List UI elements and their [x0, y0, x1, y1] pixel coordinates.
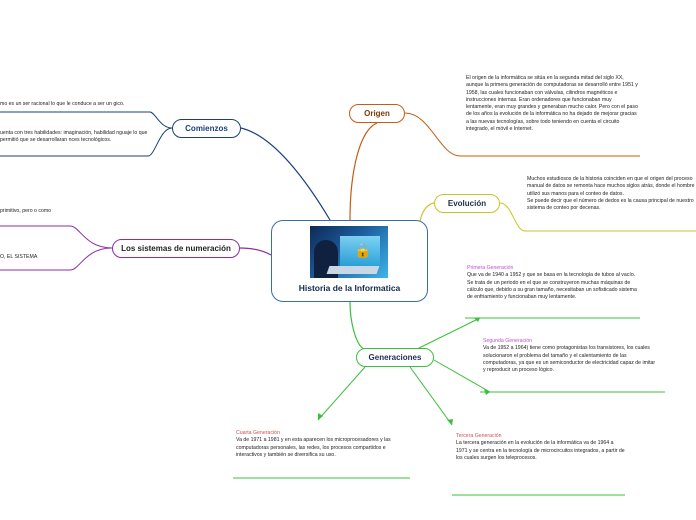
- note-evolucion[interactable]: Muchos estudiosos de la historia coincid…: [527, 176, 695, 212]
- connector-evolucion-note: [499, 202, 696, 232]
- branch-sistemas-numeracion[interactable]: Los sistemas de numeración: [112, 239, 240, 258]
- segunda-generacion-title: Segunda Generación: [483, 338, 533, 344]
- arrow-gen1: [474, 318, 480, 322]
- central-image: 🔒: [310, 226, 388, 278]
- connector-gen1: [414, 317, 481, 351]
- note-sistemas-1[interactable]: primitivo, pero o como: [0, 208, 52, 214]
- tercera-generacion-title: Tercera Generación: [456, 433, 502, 439]
- primera-generacion-text: Que va de 1940 a 1952 y que se basa en l…: [467, 272, 637, 301]
- cuarta-generacion-title: Cuarta Generación: [236, 430, 280, 436]
- arrow-gen4: [318, 413, 323, 420]
- note-cuarta-generacion[interactable]: Cuarta Generación Va de 1971 a 1981 y en…: [236, 430, 411, 459]
- arrow-gen2: [484, 389, 490, 395]
- connector-generaciones: [349, 301, 366, 351]
- tercera-generacion-text: La tercera generación en la evolución de…: [456, 440, 625, 461]
- note-tercera-generacion[interactable]: Tercera Generación La tercera generación…: [456, 433, 626, 462]
- note-sistemas-2[interactable]: O, EL SISTEMA: [0, 254, 38, 260]
- connector-gen4: [317, 366, 366, 421]
- connector-gen2: [433, 359, 491, 393]
- connector-origen: [349, 122, 378, 221]
- connector-sistemas-note2: [0, 247, 113, 271]
- branch-evolucion[interactable]: Evolución: [434, 194, 500, 213]
- connector-sistemas: [239, 247, 272, 256]
- arrow-gen3: [447, 419, 453, 425]
- central-topic[interactable]: 🔒 Historia de la Informatica: [271, 220, 428, 302]
- keyboard-shape: [326, 266, 380, 274]
- branch-comienzos[interactable]: Comienzos: [172, 119, 241, 138]
- cuarta-generacion-text: Va de 1971 a 1981 y en esta aparecen los…: [236, 437, 391, 458]
- screen-shape: [340, 236, 380, 266]
- connector-gen3: [409, 366, 453, 426]
- central-title: Historia de la Informatica: [298, 283, 401, 293]
- note-segunda-generacion[interactable]: Segunda Generación Va de 1952 a 1964) ti…: [483, 338, 658, 374]
- note-comienzos-1[interactable]: mo es un ser racional lo que le conduce …: [0, 101, 125, 107]
- note-primera-generacion[interactable]: Primera Generación Que va de 1940 a 1952…: [467, 265, 637, 301]
- lock-icon: 🔒: [354, 242, 372, 258]
- connector-origen-note: [404, 112, 640, 157]
- note-comienzos-2[interactable]: uenta con tres habilidades: imaginación,…: [0, 130, 148, 144]
- note-origen[interactable]: El origen de la informática se sitúa en …: [466, 75, 638, 133]
- connector-comienzos: [240, 127, 331, 221]
- connector-comienzos-note2: [0, 127, 173, 157]
- primera-generacion-title: Primera Generación: [467, 265, 514, 271]
- connector-comienzos-note1: [0, 111, 173, 129]
- branch-origen[interactable]: Origen: [349, 104, 405, 123]
- connector-sistemas-note1: [0, 225, 113, 249]
- branch-generaciones[interactable]: Generaciones: [356, 348, 434, 367]
- segunda-generacion-text: Va de 1952 a 1964) tiene como protagonis…: [483, 345, 656, 374]
